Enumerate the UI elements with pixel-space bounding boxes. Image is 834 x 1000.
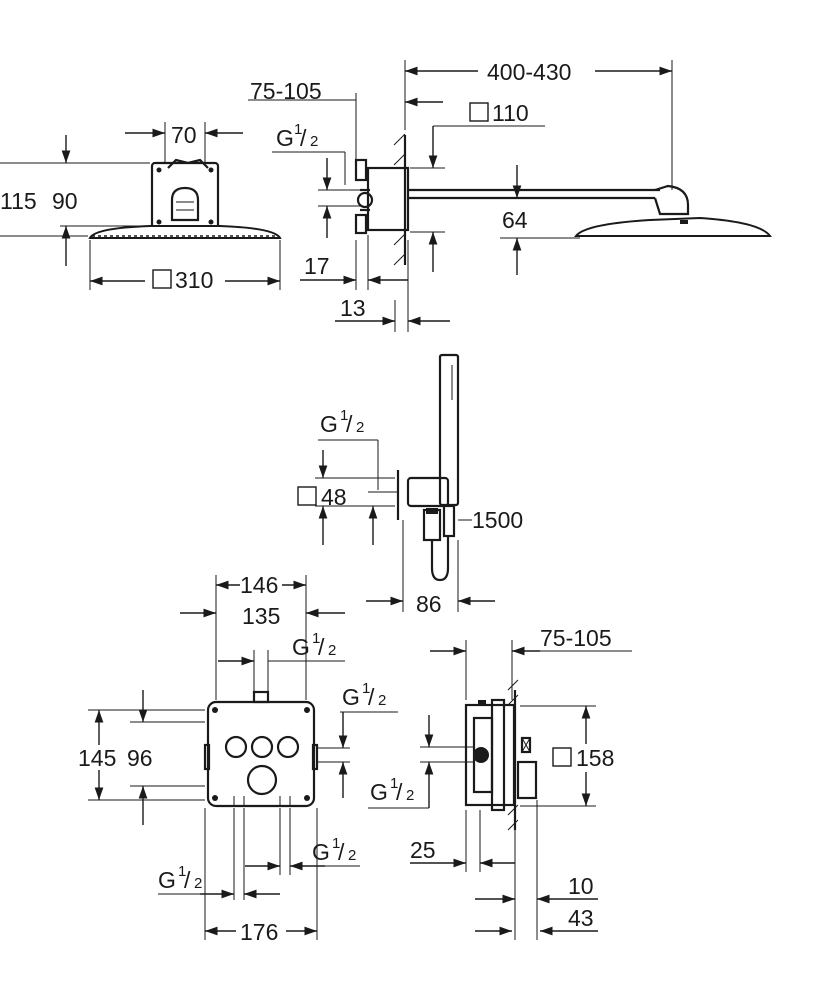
- dim-height-96: 96: [127, 745, 153, 771]
- svg-text:1: 1: [312, 630, 320, 647]
- svg-text:2: 2: [406, 787, 414, 804]
- svg-text:2: 2: [378, 692, 386, 709]
- dim-arm-range: 75-105: [250, 78, 322, 104]
- svg-text:/: /: [184, 867, 191, 893]
- svg-text:/: /: [368, 684, 375, 710]
- dim-plate-110: 110: [492, 100, 529, 126]
- svg-text:2: 2: [348, 847, 356, 864]
- svg-text:/: /: [318, 634, 325, 660]
- box-bottom-left-thread-g: G: [158, 867, 176, 893]
- svg-text:/: /: [396, 779, 403, 805]
- side-dim-range: 75-105: [540, 625, 612, 651]
- svg-text:1: 1: [178, 863, 186, 880]
- dim-depth-43: 43: [568, 905, 594, 931]
- dim-hose-1500: 1500: [472, 507, 523, 533]
- head-shower-side-view: 75-105 G 1 / 2 17 13 400-430: [248, 59, 772, 332]
- dim-height-head: 90: [52, 188, 78, 214]
- dim-head-size: 310: [175, 267, 213, 293]
- svg-text:1: 1: [332, 835, 340, 852]
- hand-shower-view: G 1 / 2 48 1500 86: [297, 353, 523, 617]
- svg-text:2: 2: [328, 642, 336, 659]
- box-right-thread-g: G: [342, 684, 360, 710]
- svg-text:/: /: [300, 125, 307, 151]
- dim-depth-25: 25: [410, 837, 436, 863]
- svg-text:1: 1: [390, 775, 398, 792]
- svg-text:1: 1: [294, 121, 302, 138]
- box-bottom-right-thread-g: G: [312, 839, 330, 865]
- hand-thread-g: G: [320, 411, 338, 437]
- svg-text:2: 2: [356, 419, 364, 436]
- dim-plate-158: 158: [576, 745, 614, 771]
- dim-depth-86: 86: [416, 591, 442, 617]
- dim-width-176: 176: [240, 919, 278, 945]
- dim-outlet-48: 48: [321, 484, 347, 510]
- dim-arm-length: 400-430: [487, 59, 571, 85]
- mixer-box-side-view: 75-105 158 G 1 / 2 25 10 43: [368, 625, 632, 940]
- dim-offset-17: 17: [304, 253, 330, 279]
- dim-head-width: 70: [171, 122, 197, 148]
- head-shower-front-view: 70 115 90 310: [0, 122, 282, 293]
- dim-wall-13: 13: [340, 295, 366, 321]
- svg-text:1: 1: [362, 680, 370, 697]
- dim-width-135: 135: [242, 603, 280, 629]
- side-thread-g: G: [370, 779, 388, 805]
- dim-width-146: 146: [240, 572, 278, 598]
- svg-text:2: 2: [194, 875, 202, 892]
- dim-height-total: 115: [0, 188, 37, 214]
- thread-g: G: [276, 125, 294, 151]
- box-top-thread-g: G: [292, 634, 310, 660]
- svg-text:1: 1: [340, 407, 348, 424]
- svg-text:/: /: [346, 411, 353, 437]
- dim-height-145: 145: [78, 745, 116, 771]
- dim-drop-64: 64: [502, 207, 528, 233]
- dim-depth-10: 10: [568, 873, 594, 899]
- mixer-box-front-view: 146 135 G 1 / 2 G 1 / 2 145 96: [78, 572, 398, 945]
- svg-text:/: /: [338, 839, 345, 865]
- svg-text:2: 2: [310, 133, 318, 150]
